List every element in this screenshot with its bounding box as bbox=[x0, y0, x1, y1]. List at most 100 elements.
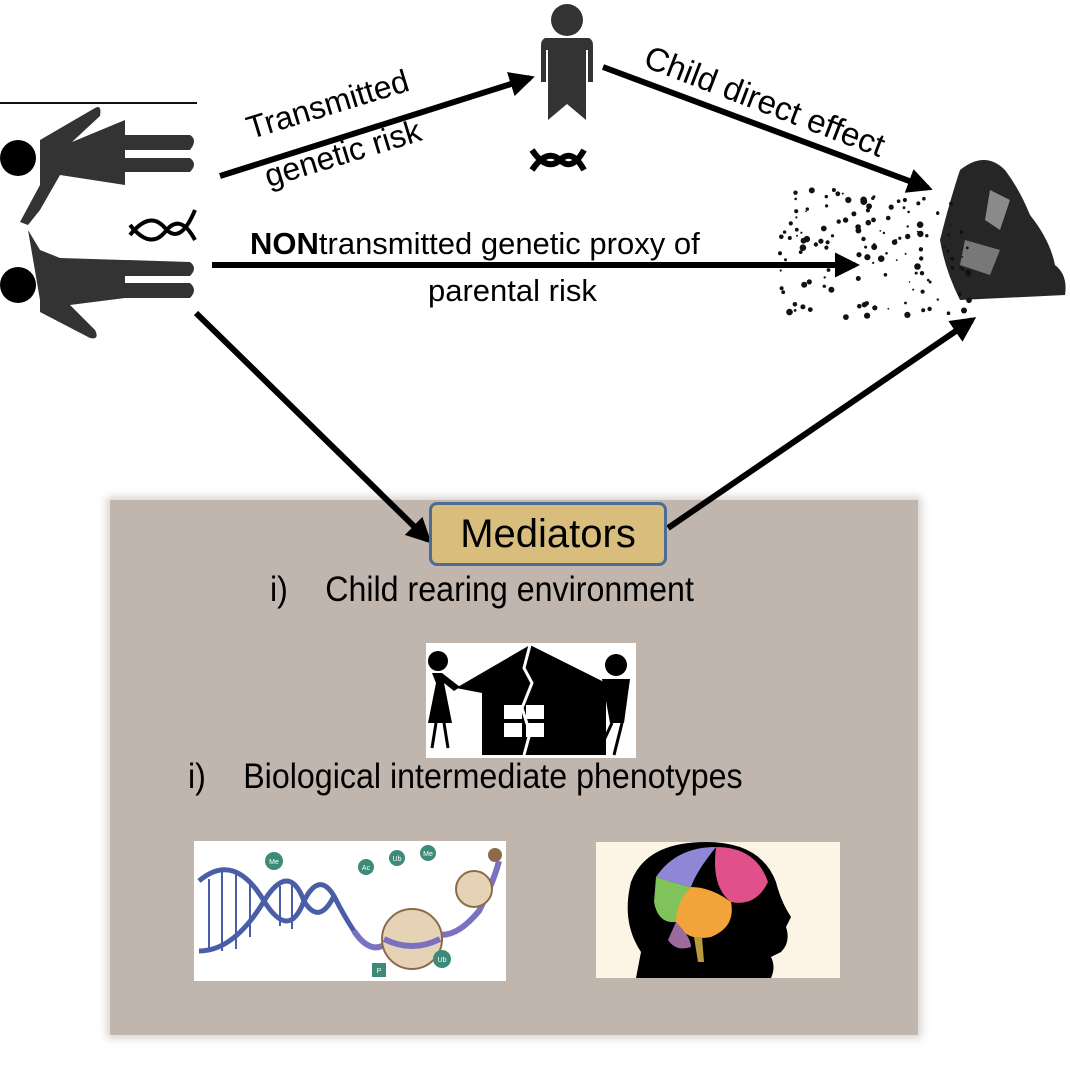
particle bbox=[912, 288, 915, 291]
brain-head-icon bbox=[596, 842, 840, 978]
particle bbox=[861, 302, 868, 308]
particle bbox=[865, 208, 871, 213]
particle bbox=[919, 271, 925, 276]
particle bbox=[823, 276, 826, 279]
particle bbox=[861, 236, 866, 242]
parents-icon bbox=[0, 107, 194, 339]
particle bbox=[936, 298, 939, 301]
particle bbox=[877, 255, 885, 262]
particle bbox=[961, 256, 964, 258]
transmitted-arrow bbox=[219, 72, 535, 179]
particle bbox=[841, 192, 844, 195]
particle bbox=[794, 227, 799, 232]
particle bbox=[916, 201, 921, 206]
particle bbox=[959, 230, 964, 235]
particle bbox=[919, 256, 924, 261]
particle bbox=[801, 281, 808, 288]
particle bbox=[905, 233, 911, 240]
item-text: Biological intermediate phenotypes bbox=[243, 757, 743, 796]
particle bbox=[925, 234, 929, 238]
particle bbox=[842, 217, 849, 223]
particle bbox=[795, 216, 798, 219]
particle bbox=[779, 286, 784, 291]
non-prefix: NON bbox=[250, 226, 319, 261]
particle bbox=[904, 301, 907, 305]
tag-me-2: Me bbox=[423, 851, 433, 858]
particle bbox=[807, 307, 813, 312]
mediator-item-2: i)Biological intermediate phenotypes bbox=[188, 757, 743, 797]
particle bbox=[872, 305, 878, 311]
particle bbox=[835, 191, 841, 197]
particle bbox=[904, 311, 911, 318]
particle bbox=[950, 256, 955, 261]
particle bbox=[825, 204, 829, 208]
particle bbox=[830, 234, 835, 238]
particle bbox=[946, 311, 951, 316]
particle bbox=[779, 269, 782, 272]
shattered-person-icon bbox=[940, 160, 1066, 300]
particle bbox=[921, 308, 926, 313]
particle bbox=[851, 211, 857, 217]
dna-icon bbox=[128, 209, 197, 242]
particle bbox=[966, 297, 972, 304]
shatter-particles bbox=[778, 187, 972, 320]
particle bbox=[825, 240, 830, 245]
particle bbox=[871, 196, 875, 200]
mediators-title-box: Mediators bbox=[429, 502, 667, 566]
particle bbox=[831, 188, 836, 192]
particle bbox=[794, 197, 797, 201]
particle bbox=[805, 207, 809, 211]
particle bbox=[824, 245, 829, 250]
particle bbox=[894, 239, 897, 241]
particle bbox=[792, 302, 798, 307]
item-text: Child rearing environment bbox=[325, 570, 694, 609]
particle bbox=[793, 190, 798, 195]
tag-ub-2: Ub bbox=[438, 957, 447, 964]
particle bbox=[806, 279, 812, 285]
particle bbox=[967, 274, 970, 277]
particle bbox=[798, 250, 803, 255]
particle bbox=[916, 221, 924, 228]
particle bbox=[824, 194, 828, 199]
particle bbox=[800, 304, 806, 310]
particle bbox=[872, 245, 877, 250]
particle bbox=[950, 266, 955, 270]
particle bbox=[828, 286, 835, 293]
particle bbox=[883, 273, 888, 277]
particle bbox=[788, 221, 793, 226]
mediators-to-outcome-arrow bbox=[666, 317, 977, 531]
particle bbox=[916, 230, 919, 233]
particle bbox=[866, 301, 869, 304]
nontransmitted-rest: transmitted genetic proxy of bbox=[318, 226, 700, 261]
particle bbox=[918, 247, 924, 252]
particle bbox=[908, 281, 911, 283]
particle bbox=[957, 292, 962, 297]
nontransmitted-label-line1: NONtransmitted genetic proxy of bbox=[250, 228, 700, 259]
particle bbox=[902, 197, 908, 203]
particle bbox=[927, 306, 932, 312]
particle bbox=[959, 266, 962, 269]
particle bbox=[864, 312, 871, 319]
particle bbox=[879, 230, 882, 232]
particle bbox=[808, 187, 815, 194]
particle bbox=[857, 303, 862, 309]
particle bbox=[799, 244, 807, 251]
particle bbox=[782, 230, 787, 234]
broken-home-icon bbox=[426, 643, 636, 758]
particle bbox=[928, 280, 932, 284]
particle bbox=[936, 211, 940, 215]
particle bbox=[864, 254, 871, 261]
separator-line bbox=[0, 102, 197, 104]
particle bbox=[778, 251, 782, 256]
particle bbox=[843, 314, 849, 320]
particle bbox=[803, 235, 811, 243]
particle bbox=[895, 259, 898, 262]
particle bbox=[922, 196, 926, 201]
tag-me: Me bbox=[269, 859, 279, 866]
particle bbox=[794, 209, 799, 214]
particle bbox=[871, 217, 876, 223]
particle bbox=[885, 252, 888, 255]
particle bbox=[943, 246, 946, 249]
particle bbox=[779, 234, 784, 240]
